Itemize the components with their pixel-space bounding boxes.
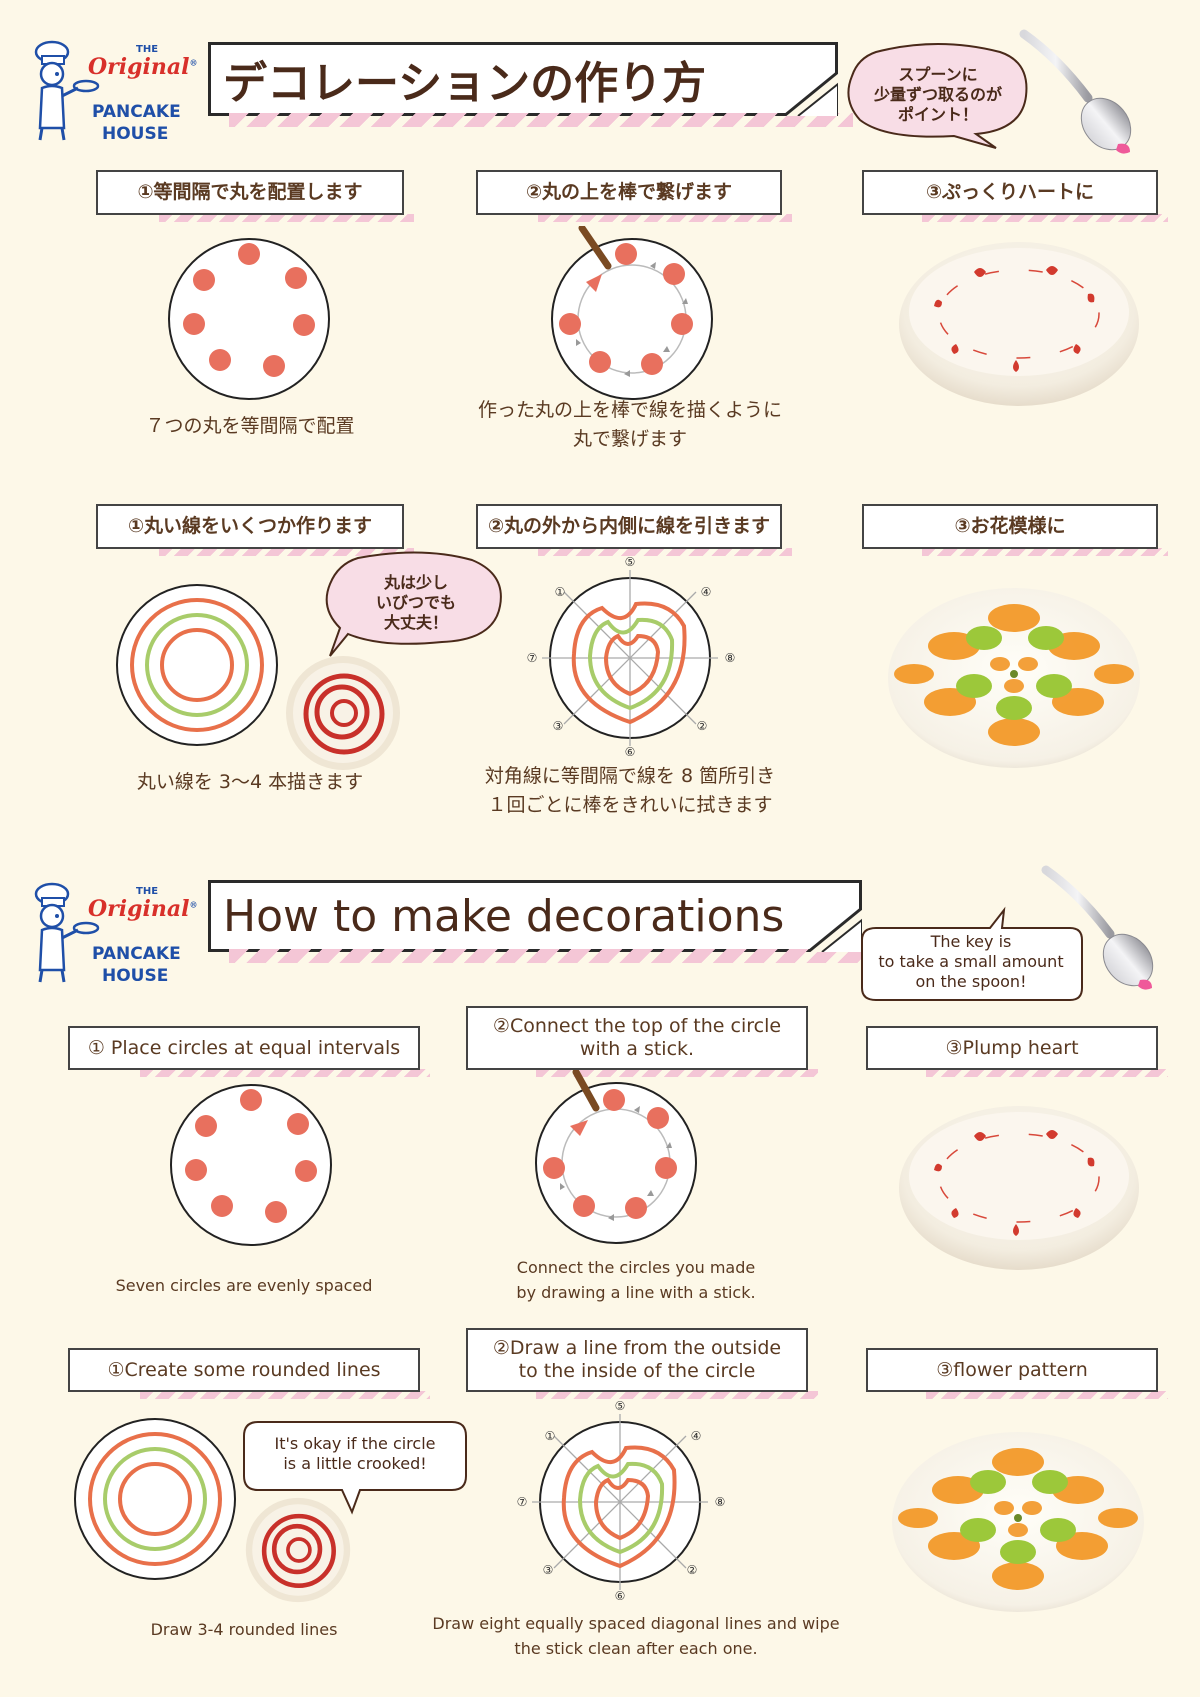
caption-rounded-lines-en: Draw 3-4 rounded lines (150, 1620, 338, 1639)
spoke-number: ⑧ (725, 651, 736, 665)
flower-pudding-photo-en (892, 1432, 1144, 1612)
speech-bubble-shape (243, 1421, 467, 1515)
spoke-number: ④ (701, 585, 712, 599)
page-title-jp: デコレーションの作り方 (223, 58, 707, 109)
rings-photo-en (245, 1497, 351, 1603)
speech-bubble-crooked-jp: 丸は少しいびつでも大丈夫！ (375, 573, 456, 632)
spoke-number: ⑥ (615, 1589, 626, 1600)
spoke-number: ⑥ (625, 745, 636, 756)
spokes-diagram-jp: ⑤ ④ ⑧ ② ⑥ ③ ⑦ ① (527, 556, 736, 756)
chef-mascot-icon (34, 40, 100, 141)
spoke-number: ⑤ (625, 556, 636, 569)
spoon-icon (1041, 865, 1154, 990)
connect-diagram-en (535, 1070, 697, 1244)
speech-bubble-shape (325, 551, 502, 657)
rings-diagram-en (74, 1418, 236, 1580)
brand-pancake: PANCAKE (92, 944, 181, 964)
spoke-number: ④ (691, 1429, 702, 1443)
step-label-rounded-lines-en: ①Create some rounded lines (68, 1348, 430, 1399)
rings-photo-jp (286, 656, 400, 770)
caption-place-circles-jp: ７つの丸を等間隔で配置 (145, 415, 355, 437)
step-label-place-circles-en: ① Place circles at equal intervals (68, 1026, 430, 1077)
spokes-diagram-en: ⑤ ④ ⑧ ② ⑥ ③ ⑦ ① (517, 1400, 726, 1600)
spoke-number: ⑧ (715, 1495, 726, 1509)
spoke-number: ① (545, 1429, 556, 1443)
brand-original: Original® (88, 54, 198, 80)
caption-connect-circles-jp: 作った丸の上を棒で線を描くように丸で繋げます (477, 399, 782, 451)
dots-diagram-en (170, 1084, 332, 1246)
step-label-plump-heart-en: ③Plump heart (866, 1026, 1168, 1077)
step-label-flower-pattern-en: ③flower pattern (866, 1348, 1168, 1399)
spoke-number: ③ (553, 719, 564, 733)
page-title-en: How to make decorations (223, 890, 785, 942)
brand-the: THE (136, 44, 159, 55)
step-label-place-circles-jp: ①等間隔で丸を配置します (96, 170, 414, 222)
brand-pancake: PANCAKE (92, 102, 181, 122)
title-banner-jp: デコレーションの作り方 (208, 42, 853, 127)
caption-outside-inside-en: Draw eight equally spaced diagonal lines… (432, 1614, 840, 1658)
spoke-number: ② (697, 719, 708, 733)
logo-jp: THE Original® PANCAKE HOUSE (30, 38, 197, 148)
brand-house: HOUSE (102, 124, 169, 144)
step-label-rounded-lines-jp: ①丸い線をいくつか作ります (96, 504, 414, 556)
heart-pudding-photo-en (899, 1106, 1139, 1270)
spoke-number: ② (687, 1563, 698, 1577)
logo-en: THE Original® PANCAKE HOUSE (30, 880, 197, 990)
speech-bubble-shape (847, 43, 1028, 149)
spoke-number: ⑦ (517, 1495, 528, 1509)
spoon-icon (1019, 29, 1132, 154)
step-label-outside-inside-jp: ②丸の外から内側に線を引きます (476, 504, 792, 556)
speech-bubble-shape (861, 906, 1083, 1001)
brand-original: Original® (88, 896, 198, 922)
spoke-number: ① (555, 585, 566, 599)
rings-diagram-jp (116, 584, 278, 746)
spoke-number: ③ (543, 1563, 554, 1577)
title-banner-en: How to make decorations (208, 880, 877, 963)
caption-place-circles-en: Seven circles are evenly spaced (115, 1276, 373, 1295)
flower-pudding-photo-jp (888, 588, 1140, 768)
spoke-number: ⑤ (615, 1400, 626, 1413)
caption-rounded-lines-jp: 丸い線を 3〜4 本描きます (136, 771, 364, 793)
chef-mascot-icon (34, 882, 100, 983)
spoke-number: ⑦ (527, 651, 538, 665)
step-label-flower-pattern-jp: ③お花模様に (862, 504, 1168, 556)
connect-diagram-jp (551, 226, 713, 400)
brand-house: HOUSE (102, 966, 169, 986)
brand-the: THE (136, 886, 159, 897)
dots-diagram-jp (168, 238, 330, 400)
speech-bubble-spoon-jp: スプーンに少量ずつ取るのがポイント！ (873, 65, 1002, 124)
heart-pudding-photo-jp (899, 242, 1139, 406)
step-label-plump-heart-jp: ③ぷっくりハートに (862, 170, 1168, 222)
step-label-connect-circles-jp: ②丸の上を棒で繋げます (476, 170, 792, 222)
